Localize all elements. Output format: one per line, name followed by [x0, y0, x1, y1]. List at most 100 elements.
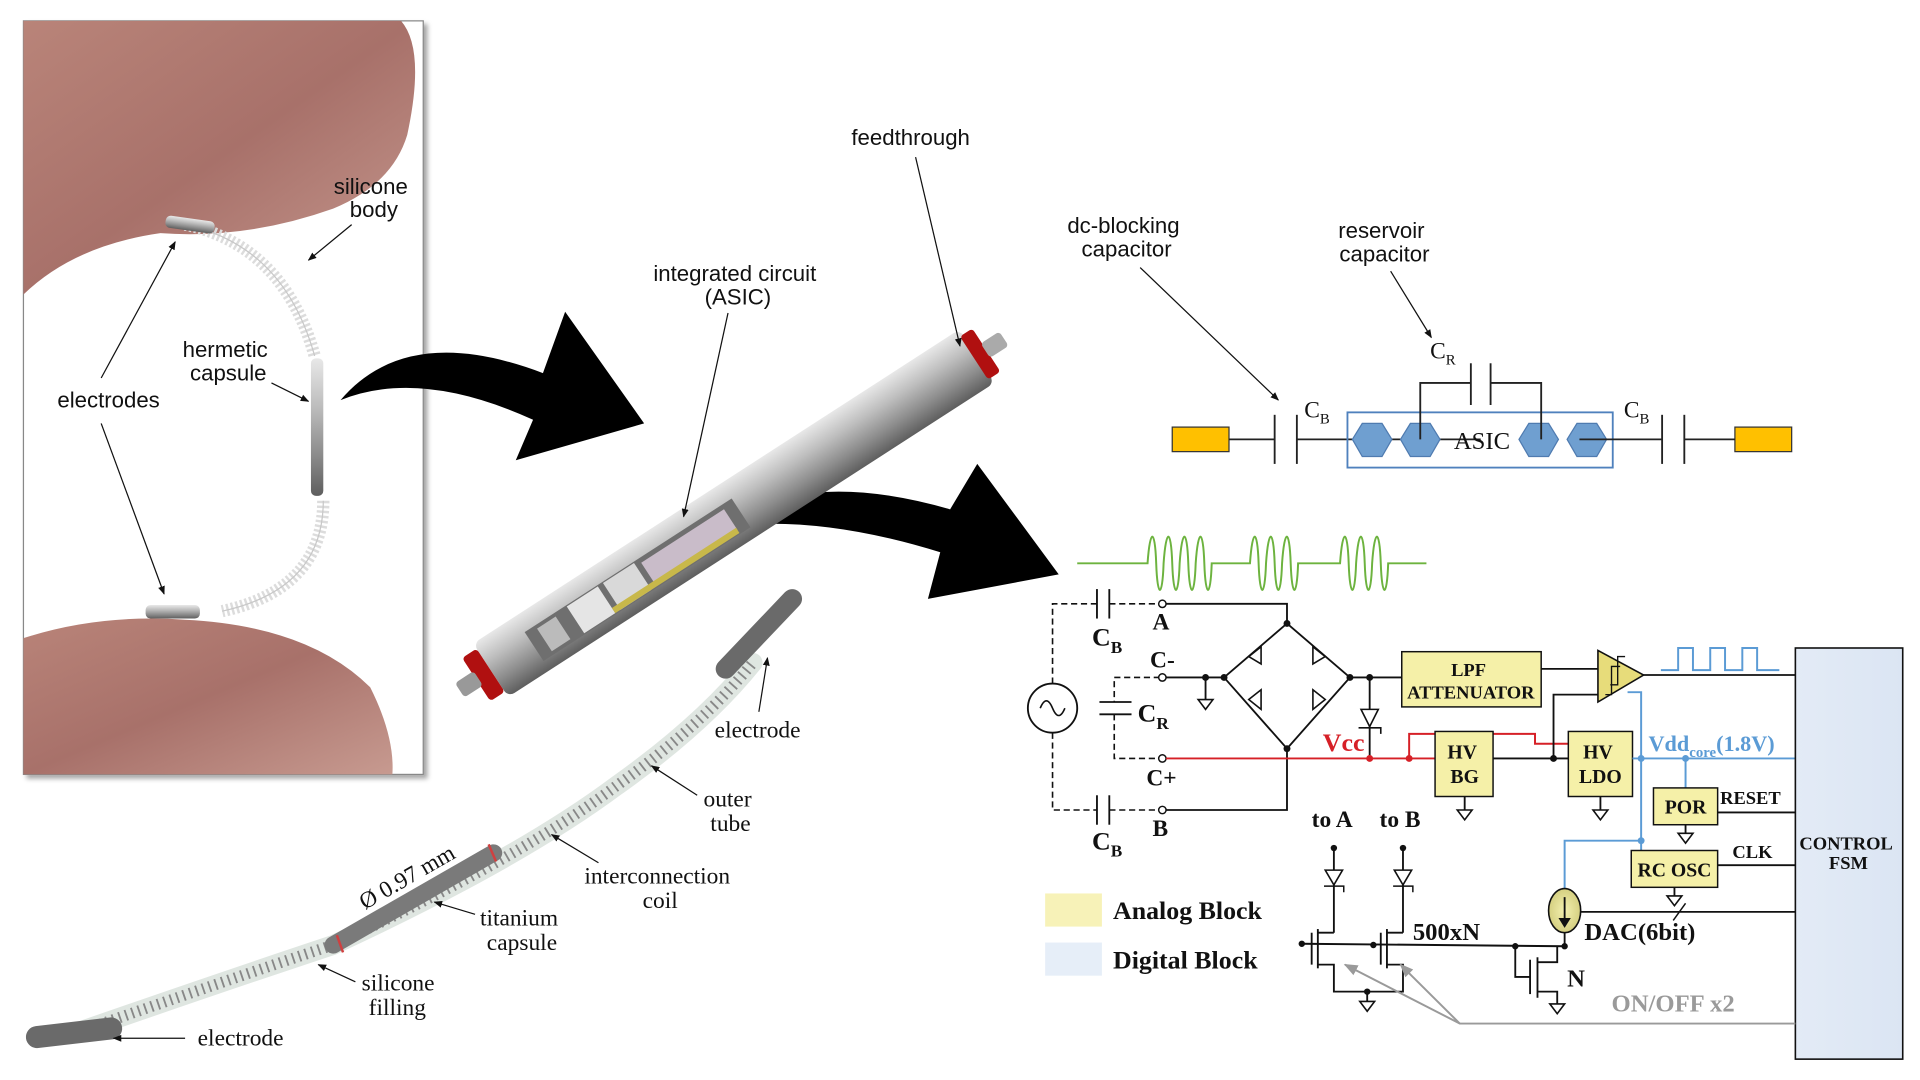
label-terminal-c-plus: C+	[1146, 766, 1176, 792]
arrow-integrated-circuit	[681, 312, 729, 518]
label-electrodes: electrodes	[57, 388, 159, 413]
label-titanium-capsule: titanium capsule	[480, 905, 564, 955]
rf-burst-waveform	[1077, 535, 1427, 591]
legend: Analog Block Digital Block	[1045, 893, 1263, 976]
electrode-bottom-photo	[145, 605, 200, 619]
ground-c-minus	[1196, 698, 1215, 711]
bus-slash	[1672, 902, 1687, 921]
asic-chip	[641, 509, 738, 584]
legend-label-analog: Analog Block	[1113, 896, 1263, 925]
circuit-schematic: CB CB CR A C- C+ B	[1026, 535, 1904, 1060]
nmos-switch-b	[1367, 929, 1404, 993]
hv-ldo-block	[1567, 730, 1634, 798]
label-to-a: to A	[1312, 807, 1353, 833]
label-asic: ASIC	[1454, 428, 1510, 455]
label-por: POR	[1665, 797, 1707, 819]
arrow-electrode-bottom	[100, 423, 165, 595]
arrow-hermetic-capsule	[271, 382, 310, 402]
label-terminal-c-minus: C-	[1150, 648, 1175, 674]
arrow-feedthrough	[914, 156, 962, 347]
arrow-silicone-filling	[317, 964, 356, 983]
ground-hv-ldo	[1591, 809, 1610, 822]
arrow-outer-tube	[650, 765, 698, 796]
pad-hex-2	[1399, 422, 1441, 458]
legend-label-digital: Digital Block	[1113, 945, 1258, 974]
label-n: N	[1567, 966, 1585, 993]
label-rc-osc: RC OSC	[1637, 859, 1711, 881]
ground-switches	[1358, 1000, 1377, 1013]
label-dac: DAC(6bit)	[1584, 919, 1695, 946]
mirror-gate-line	[1301, 942, 1565, 948]
onoff-line-b	[1399, 963, 1461, 1025]
photo-panel: silicone body hermetic capsule electrode…	[22, 20, 424, 776]
label-silicone-filling: silicone filling	[362, 970, 441, 1020]
label-500xn: 500xN	[1413, 919, 1480, 946]
label-cb-top: CB	[1092, 623, 1122, 657]
flow-arrow-1	[340, 311, 645, 461]
electrode-bottom-render	[25, 1017, 123, 1049]
arrow-interconnection-coil	[550, 834, 599, 864]
diode-to-a	[1323, 869, 1344, 887]
rc-osc-block	[1630, 849, 1719, 889]
hv-bg-block	[1434, 730, 1494, 798]
label-terminal-a: A	[1152, 610, 1169, 636]
arrow-reservoir	[1390, 270, 1432, 339]
arrow-electrode-top	[100, 241, 176, 379]
electrode-pad-right	[1734, 426, 1793, 453]
interconnection-coil	[72, 659, 758, 1039]
ground-por	[1676, 832, 1695, 845]
arrow-electrode-top-render	[758, 656, 770, 712]
upper-finger	[23, 20, 416, 295]
ac-source-symbol	[1039, 700, 1066, 717]
arrow-titanium-capsule	[433, 900, 476, 915]
label-cr-circuit: CR	[1138, 699, 1170, 733]
block-schematic: dc-blocking capacitor reservoir capacito…	[1067, 213, 1793, 469]
label-hermetic-capsule: hermetic capsule	[183, 337, 274, 385]
electrode-top-photo	[165, 215, 215, 234]
electrode-pad-left	[1171, 426, 1230, 453]
nmos-mirror-n	[1514, 946, 1567, 1016]
label-outer-tube: outer tube	[703, 786, 757, 836]
lpf-attenuator-block	[1401, 650, 1542, 708]
titanium-capsule	[324, 844, 503, 954]
schmitt-comparator	[1597, 649, 1646, 704]
label-electrode-bottom: electrode	[198, 1026, 284, 1052]
lower-finger	[23, 618, 393, 775]
label-dc-blocking: dc-blocking capacitor	[1067, 213, 1185, 261]
ground-hv-bg	[1455, 809, 1474, 822]
arrow-silicone-body	[307, 224, 353, 261]
label-hv-bg: HV BG	[1447, 742, 1482, 788]
terminal-c-plus	[1157, 754, 1167, 763]
label-control-fsm: CONTROL FSM	[1799, 833, 1897, 873]
capsule-render: feedthrough integrated circuit (ASIC)	[456, 125, 1008, 700]
terminal-b	[1157, 805, 1167, 815]
label-interconnection-coil: interconnection coil	[584, 864, 736, 914]
zener-clamp	[1359, 708, 1380, 729]
hermetic-capsule-photo	[310, 358, 324, 496]
pad-hex-3	[1518, 422, 1560, 458]
label-cb-right: CB	[1624, 397, 1650, 427]
label-clk: CLK	[1732, 842, 1773, 862]
label-reservoir: reservoir capacitor	[1338, 218, 1431, 266]
label-feedthrough: feedthrough	[851, 125, 970, 150]
label-onoff: ON/OFF x2	[1612, 990, 1735, 1017]
feedthrough-bottom	[463, 650, 504, 700]
label-vdd-core: Vddcore(1.8V)	[1649, 731, 1775, 761]
label-lpf-attenuator: LPF ATTENUATOR	[1407, 660, 1535, 702]
diode-to-b	[1392, 869, 1414, 887]
label-integrated-circuit: integrated circuit (ASIC)	[653, 261, 822, 309]
legend-swatch-analog	[1045, 893, 1102, 927]
arrow-dc-blocking	[1139, 267, 1279, 401]
pad-hex-1	[1351, 422, 1393, 458]
feedthrough-top	[961, 329, 1000, 379]
label-electrode-top: electrode	[715, 718, 801, 744]
label-vcc: Vcc	[1323, 728, 1365, 757]
terminal-a	[1157, 599, 1167, 609]
electrode-top-render	[715, 589, 803, 679]
device-photo	[145, 215, 330, 619]
terminal-c-minus	[1157, 673, 1167, 682]
label-to-b: to B	[1380, 807, 1421, 833]
control-fsm-block	[1794, 647, 1904, 1060]
label-hv-ldo: HV LDO	[1579, 742, 1622, 788]
